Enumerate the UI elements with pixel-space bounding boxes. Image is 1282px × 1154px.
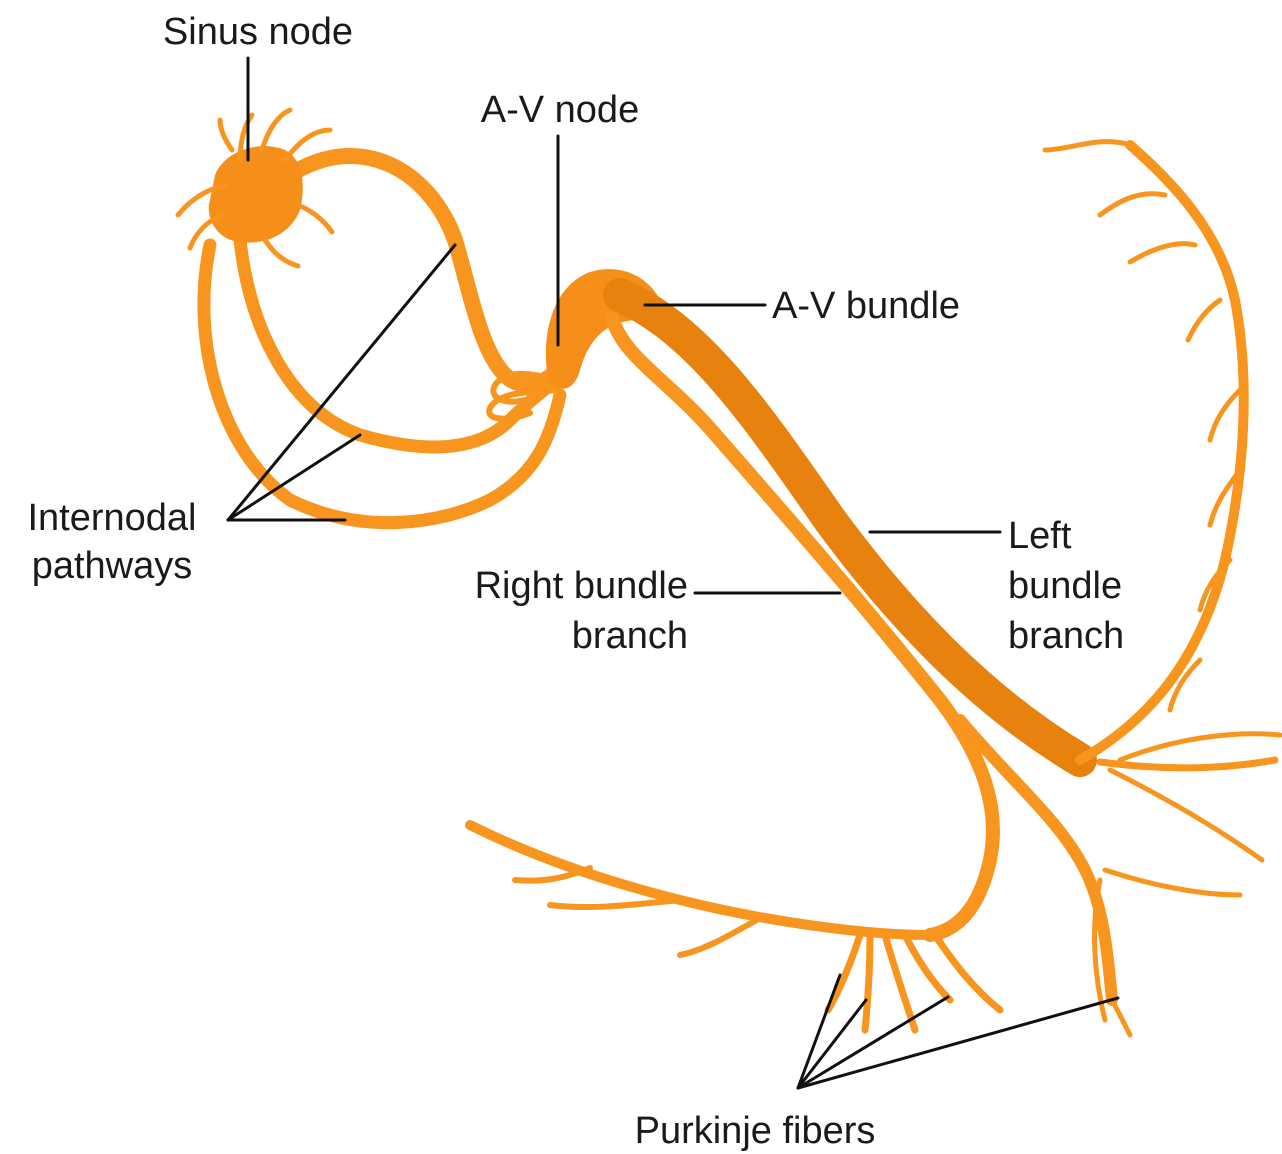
- left-purkinje-tree: [470, 825, 1000, 1030]
- leader-purkinje-1: [798, 975, 840, 1088]
- leader-purkinje-4: [798, 998, 1118, 1088]
- sinus-node-tendril: [265, 240, 298, 266]
- sinus-node-body: [209, 146, 303, 242]
- purkinje-fiber: [1210, 390, 1240, 440]
- leader-purkinje-3: [798, 997, 948, 1088]
- purkinje-fiber: [1130, 244, 1195, 262]
- label-internodal-line1: Internodal: [27, 497, 196, 539]
- purkinje-fiber: [1100, 194, 1165, 215]
- leader-purkinje-2: [798, 1000, 866, 1088]
- sinus-node-tendril: [298, 205, 332, 232]
- purkinje-fiber: [1188, 300, 1220, 340]
- sinus-node-tendril: [220, 120, 232, 150]
- purkinje-fiber: [1105, 870, 1240, 895]
- purkinje-fiber: [550, 900, 680, 907]
- sinus-node-tendril: [262, 110, 290, 150]
- labels: Sinus node A-V node A-V bundle Internoda…: [27, 11, 1124, 1152]
- label-right-bundle-line2: branch: [572, 615, 688, 657]
- label-sinus-node: Sinus node: [163, 11, 353, 53]
- purkinje-fiber: [828, 935, 860, 1010]
- purkinje-fiber: [865, 935, 870, 1030]
- label-av-node: A-V node: [481, 89, 639, 131]
- label-av-bundle: A-V bundle: [772, 285, 960, 327]
- purkinje-fiber: [680, 918, 760, 955]
- purkinje-fiber: [1045, 142, 1130, 150]
- label-right-bundle-line1: Right bundle: [475, 565, 688, 607]
- label-left-bundle-line2: bundle: [1008, 565, 1122, 607]
- purkinje-fiber: [1110, 770, 1262, 860]
- label-purkinje-fibers: Purkinje fibers: [635, 1110, 876, 1152]
- purkinje-fiber: [1080, 145, 1244, 760]
- purkinje-fiber: [515, 868, 590, 881]
- label-left-bundle-line3: branch: [1008, 615, 1124, 657]
- label-left-bundle-line1: Left: [1008, 515, 1072, 557]
- label-internodal-line2: pathways: [32, 545, 193, 587]
- purkinje-fiber: [1120, 734, 1280, 760]
- purkinje-fiber: [1100, 760, 1275, 768]
- leader-internodal-1: [228, 245, 455, 520]
- internodal-pathway-anterior: [290, 156, 552, 385]
- purkinje-fiber: [1112, 1000, 1130, 1035]
- sinus-node: [178, 110, 332, 266]
